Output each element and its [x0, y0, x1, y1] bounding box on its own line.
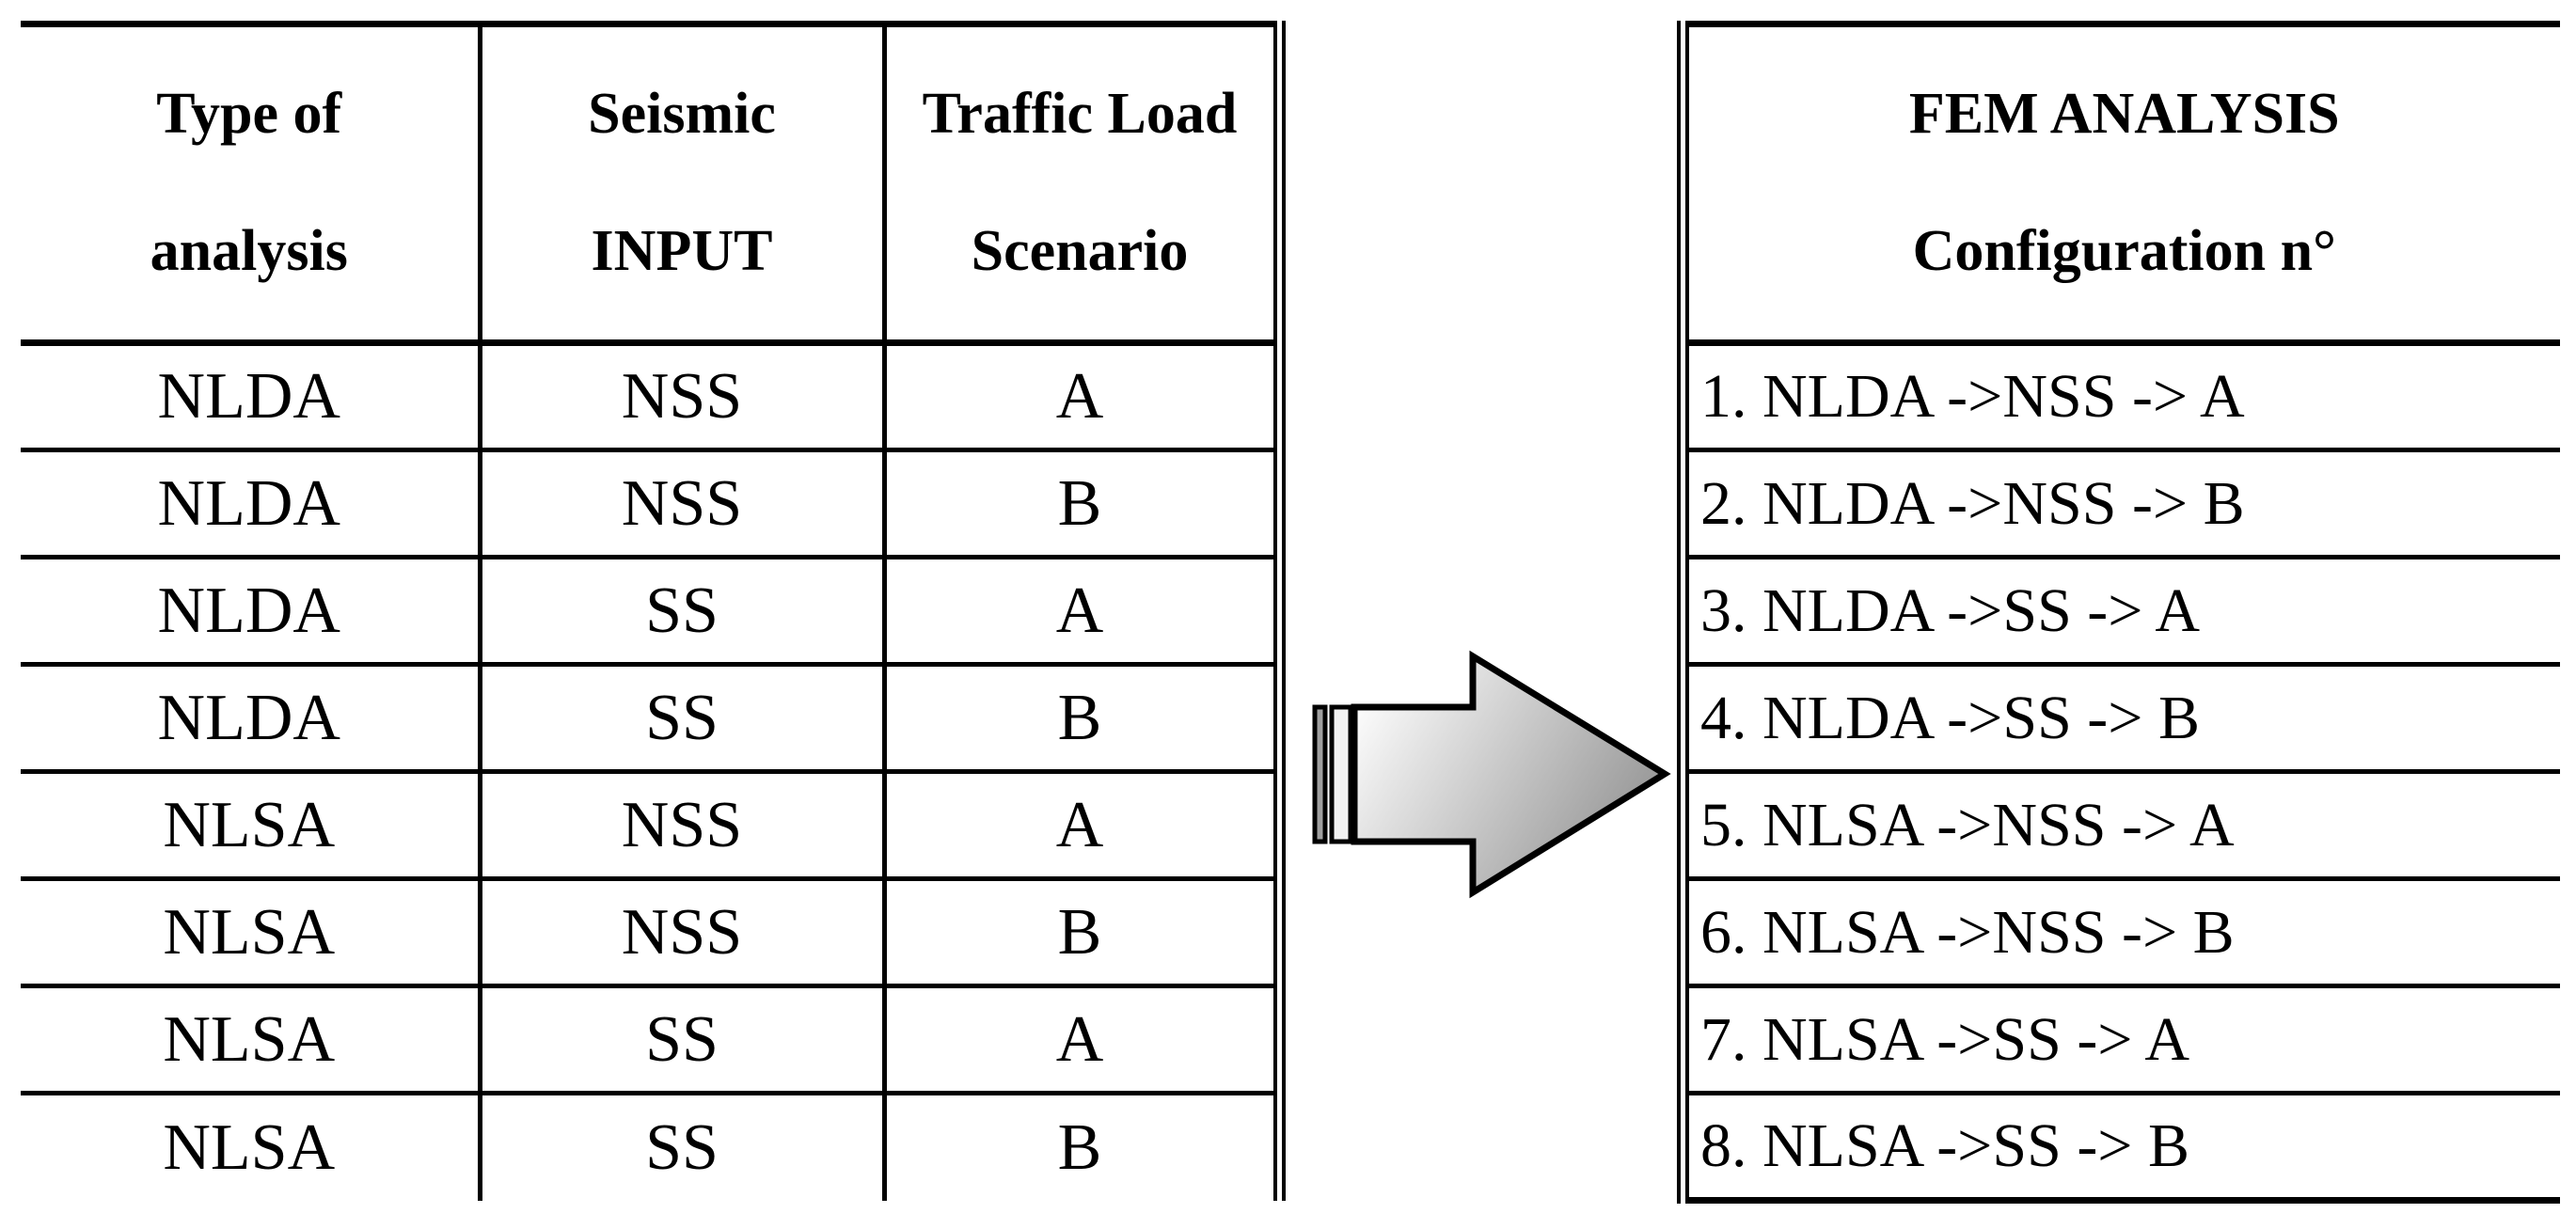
table-cell: B: [881, 1091, 1286, 1201]
table-row: NLDA NSS B: [21, 448, 1286, 559]
table-row: NLSA NSS B: [21, 876, 1286, 988]
table-row: NLSA SS B: [21, 1091, 1286, 1201]
input-combinations-table: Type of analysis Seismic INPUT Traffic L…: [21, 21, 1286, 1201]
config-row: 7. NLSA ->SS -> A: [1677, 984, 2560, 1095]
table-row: NLDA NSS A: [21, 340, 1286, 452]
config-cell: 8. NLSA ->SS -> B: [1677, 1091, 2560, 1204]
table-cell: NLDA: [21, 555, 482, 667]
table-cell: A: [881, 984, 1286, 1095]
table-cell: SS: [477, 662, 887, 774]
table-row: NLSA SS A: [21, 984, 1286, 1095]
config-cell: 6. NLSA ->NSS -> B: [1677, 876, 2560, 988]
table-cell: SS: [477, 555, 887, 667]
fem-configurations-table: FEM ANALYSIS Configuration n° 1. NLDA ->…: [1677, 21, 2560, 1204]
config-row: 5. NLSA ->NSS -> A: [1677, 769, 2560, 881]
table-cell: NLSA: [21, 769, 482, 881]
config-row: 8. NLSA ->SS -> B: [1677, 1091, 2560, 1204]
config-cell: 1. NLDA ->NSS -> A: [1677, 340, 2560, 452]
header-row: Type of analysis Seismic INPUT Traffic L…: [21, 21, 1286, 346]
header-cell-fem-analysis: FEM ANALYSIS Configuration n°: [1677, 21, 2560, 346]
header-cell-traffic-load: Traffic Load Scenario: [881, 21, 1286, 346]
table-cell: B: [881, 448, 1286, 559]
table-cell: A: [881, 555, 1286, 667]
config-row: 1. NLDA ->NSS -> A: [1677, 340, 2560, 452]
table-cell: NSS: [477, 876, 887, 988]
transform-arrow: [1307, 649, 1674, 903]
config-row: 4. NLDA ->SS -> B: [1677, 662, 2560, 774]
table-row: NLSA NSS A: [21, 769, 1286, 881]
striped-right-arrow-icon: [1312, 650, 1671, 899]
config-cell: 7. NLSA ->SS -> A: [1677, 984, 2560, 1095]
table-cell: B: [881, 876, 1286, 988]
config-cell: 4. NLDA ->SS -> B: [1677, 662, 2560, 774]
table-cell: A: [881, 769, 1286, 881]
config-cell: 5. NLSA ->NSS -> A: [1677, 769, 2560, 881]
table-row: NLDA SS B: [21, 662, 1286, 774]
table-cell: NLSA: [21, 1091, 482, 1201]
config-cell: 3. NLDA ->SS -> A: [1677, 555, 2560, 667]
config-row: 6. NLSA ->NSS -> B: [1677, 876, 2560, 988]
table-cell: A: [881, 340, 1286, 452]
header-cell-type-of-analysis: Type of analysis: [21, 21, 482, 346]
header-cell-seismic-input: Seismic INPUT: [477, 21, 887, 346]
table-cell: NLSA: [21, 984, 482, 1095]
config-cell: 2. NLDA ->NSS -> B: [1677, 448, 2560, 559]
table-cell: NSS: [477, 448, 887, 559]
table-cell: NSS: [477, 769, 887, 881]
table-cell: B: [881, 662, 1286, 774]
config-row: 2. NLDA ->NSS -> B: [1677, 448, 2560, 559]
table-cell: NLDA: [21, 448, 482, 559]
table-cell: NLSA: [21, 876, 482, 988]
table-cell: SS: [477, 984, 887, 1095]
table-cell: NSS: [477, 340, 887, 452]
config-row: 3. NLDA ->SS -> A: [1677, 555, 2560, 667]
table-row: NLDA SS A: [21, 555, 1286, 667]
table-cell: NLDA: [21, 340, 482, 452]
table-cell: NLDA: [21, 662, 482, 774]
table-cell: SS: [477, 1091, 887, 1201]
header-row: FEM ANALYSIS Configuration n°: [1677, 21, 2560, 346]
